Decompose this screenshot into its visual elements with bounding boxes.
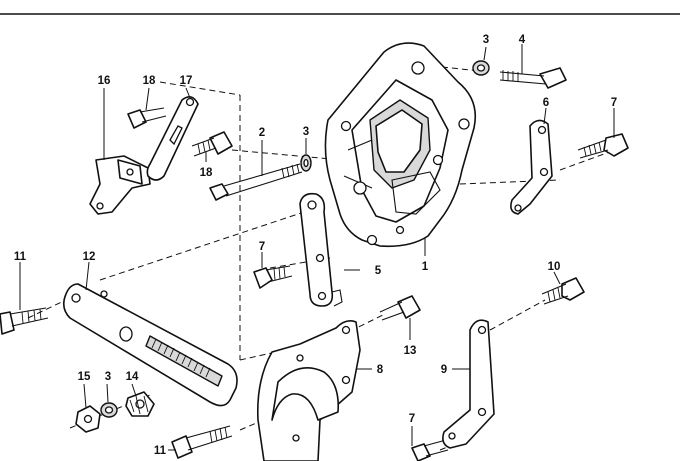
callout-17: 17 <box>180 75 193 87</box>
callout-3-upper: 3 <box>483 34 489 46</box>
bolt-part-11-upper <box>0 307 49 335</box>
bolt-part-10 <box>541 277 585 305</box>
callout-6: 6 <box>543 97 549 109</box>
adjusting-rack-part-12 <box>62 283 238 407</box>
callout-15: 15 <box>78 371 91 383</box>
callout-8: 8 <box>377 364 384 376</box>
callout-1: 1 <box>422 261 429 273</box>
bolt-part-4 <box>499 67 567 89</box>
bolt-part-18-upper <box>127 107 167 129</box>
small-bracket-part-6 <box>510 119 553 215</box>
bolt-part-13 <box>379 295 421 321</box>
bolt-part-11-lower <box>171 425 233 459</box>
washer-part-3-upper <box>472 60 490 76</box>
callout-13: 13 <box>404 345 417 357</box>
callout-16: 16 <box>98 75 111 87</box>
bolt-part-7-lower <box>411 439 449 461</box>
callout-labels: 1 2 3 3 3 4 5 6 7 7 7 8 9 10 11 11 12 13… <box>14 34 617 457</box>
leader-lines <box>19 44 615 451</box>
washer-part-3-lower <box>100 402 118 418</box>
callout-3-lower: 3 <box>105 371 111 383</box>
bolt-part-7-middle <box>253 265 293 289</box>
callout-10: 10 <box>548 261 561 273</box>
bolt-part-7-right <box>577 133 629 159</box>
bracket-part-8 <box>256 320 361 461</box>
adjusting-wheel-part-14 <box>125 391 155 417</box>
callout-9: 9 <box>441 364 447 376</box>
callout-4: 4 <box>519 34 526 46</box>
callout-18-lower: 18 <box>200 167 213 179</box>
callout-12: 12 <box>83 251 96 263</box>
callout-7-lower: 7 <box>409 413 415 425</box>
callout-11-upper: 11 <box>14 251 27 263</box>
long-bolt-part-2 <box>209 163 303 201</box>
main-bracket-part-1 <box>324 42 477 248</box>
bracket-part-9 <box>442 319 495 449</box>
link-plate-part-5 <box>299 192 343 307</box>
callout-5: 5 <box>375 265 382 277</box>
nut-part-15 <box>75 405 101 433</box>
callout-2: 2 <box>259 127 265 139</box>
callout-18-upper: 18 <box>143 75 156 87</box>
callout-11-lower: 11 <box>154 445 167 457</box>
callout-3-middle: 3 <box>303 126 309 138</box>
bolt-part-18-lower <box>191 131 233 157</box>
callout-14: 14 <box>126 371 139 383</box>
callout-7-middle: 7 <box>259 241 265 253</box>
washer-part-3-middle <box>300 154 312 172</box>
callout-7-right: 7 <box>611 97 617 109</box>
angle-bracket-part-16 <box>89 155 151 215</box>
strap-part-17 <box>146 96 199 181</box>
